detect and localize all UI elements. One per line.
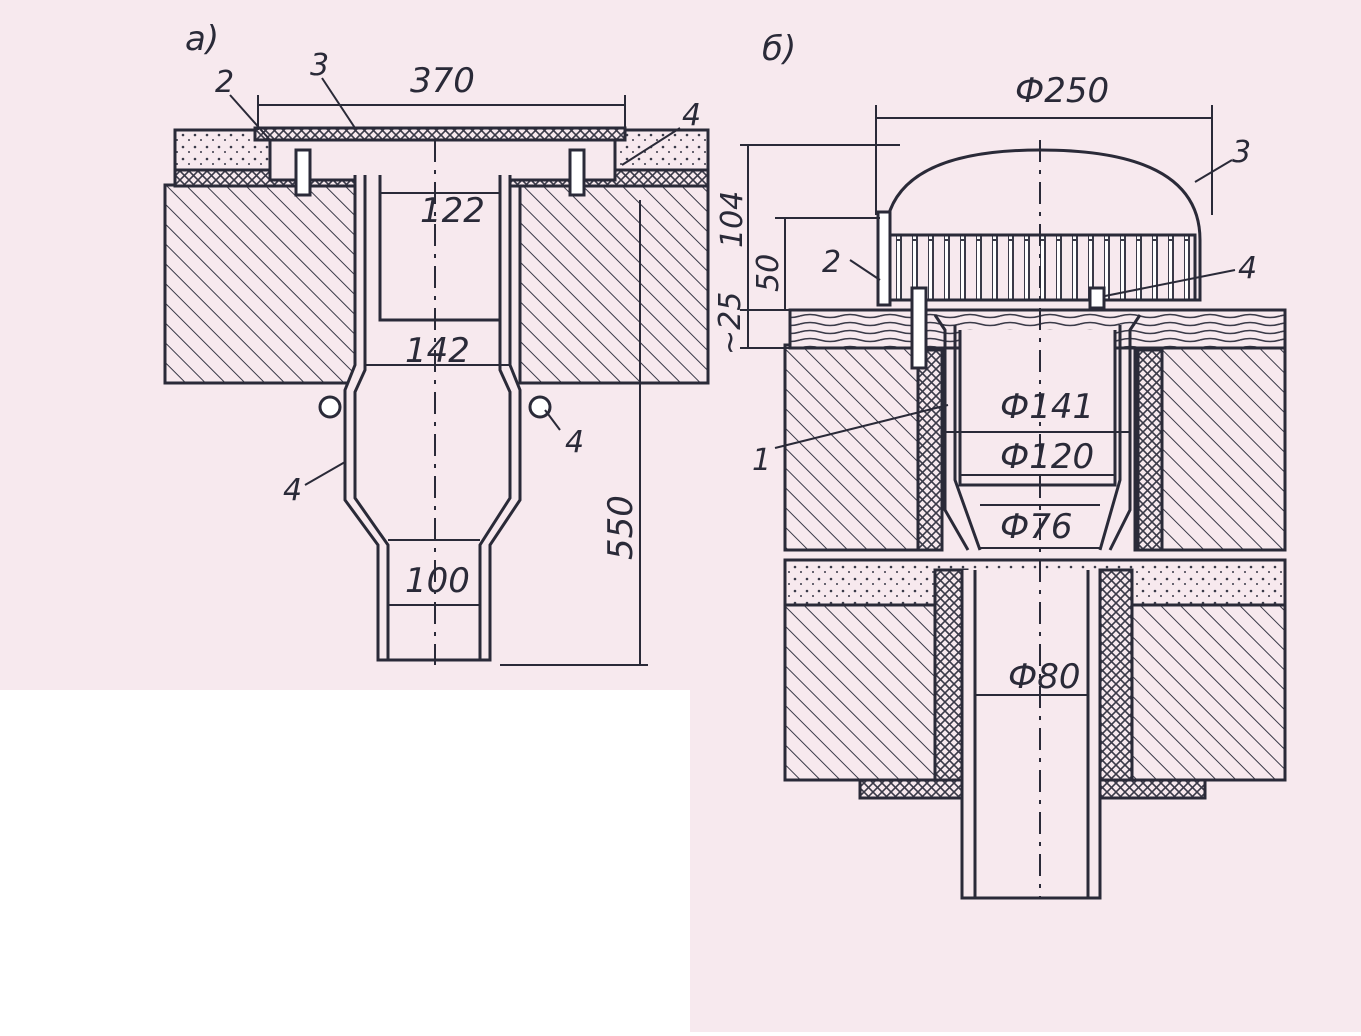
figure-b-roof-drain — [740, 105, 1287, 900]
label-4-body: 4 — [283, 473, 302, 508]
dim-550: 550 — [601, 495, 641, 560]
dim-f80: Ф80 — [1008, 657, 1081, 697]
dim-122: 122 — [420, 191, 485, 231]
label-2: 2 — [215, 65, 234, 100]
label-3: 3 — [310, 48, 329, 83]
dim-50: 50 — [751, 254, 786, 292]
label-4-b: 4 — [1238, 251, 1257, 286]
label-2-b: 2 — [822, 245, 841, 280]
dim-25: ~25 — [713, 292, 748, 355]
label-3-b: 3 — [1232, 135, 1251, 170]
label-4-top: 4 — [682, 98, 701, 133]
dim-f120: Ф120 — [1000, 437, 1094, 477]
figure-a-roof-drain — [163, 77, 710, 666]
figure-b-title: б) — [762, 29, 796, 69]
label-4-clamp: 4 — [565, 425, 584, 460]
figure-b-text: б) Ф250 104 50 ~25 Ф141 Ф120 Ф76 Ф80 3 2… — [713, 29, 1257, 697]
figure-a-text: а) 370 122 142 100 550 2 3 4 4 4 — [185, 19, 701, 601]
dim-f250: Ф250 — [1015, 71, 1109, 111]
figure-a-title: а) — [185, 19, 219, 59]
dim-104: 104 — [715, 191, 750, 248]
label-1-b: 1 — [752, 443, 771, 478]
dim-f141: Ф141 — [1000, 387, 1094, 427]
dim-f76: Ф76 — [1000, 507, 1073, 547]
dim-100: 100 — [405, 561, 470, 601]
dim-370: 370 — [410, 61, 475, 101]
dim-142: 142 — [405, 331, 470, 371]
